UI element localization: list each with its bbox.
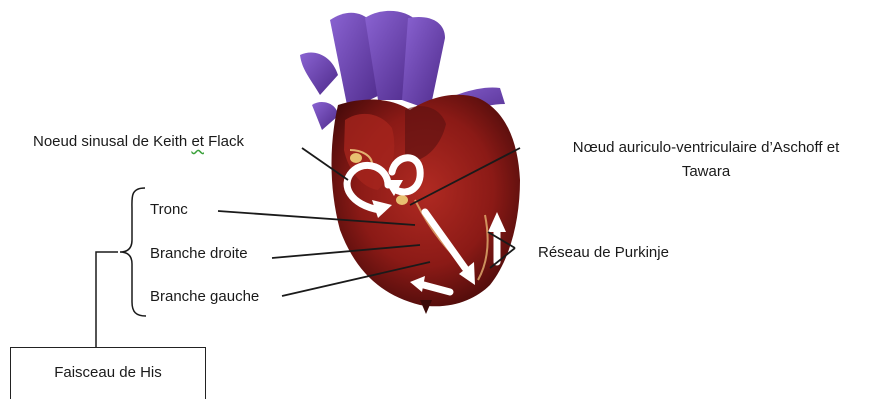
label-sinus-node-suffix: Flack [204,133,244,150]
label-av-node-line2: Tawara [540,163,872,181]
brace-connector [96,252,118,347]
label-tronc: Tronc [150,201,188,219]
label-branche-gauche: Branche gauche [150,288,259,306]
label-av-node: Nœud auriculo-ventriculaire d’Aschoff et… [540,139,872,181]
label-branche-droite: Branche droite [150,245,248,263]
label-av-node-line1: Nœud auriculo-ventriculaire d’Aschoff et [540,139,872,157]
his-bundle-box: Faisceau de His [10,347,206,399]
label-faisceau-his: Faisceau de His [11,364,205,381]
label-sinus-node: Noeud sinusal de Keith et Flack [33,133,244,151]
brace [120,188,146,316]
label-sinus-node-text: Noeud sinusal de Keith [33,133,191,150]
label-purkinje: Réseau de Purkinje [538,244,669,262]
label-sinus-node-et: et [191,133,204,150]
